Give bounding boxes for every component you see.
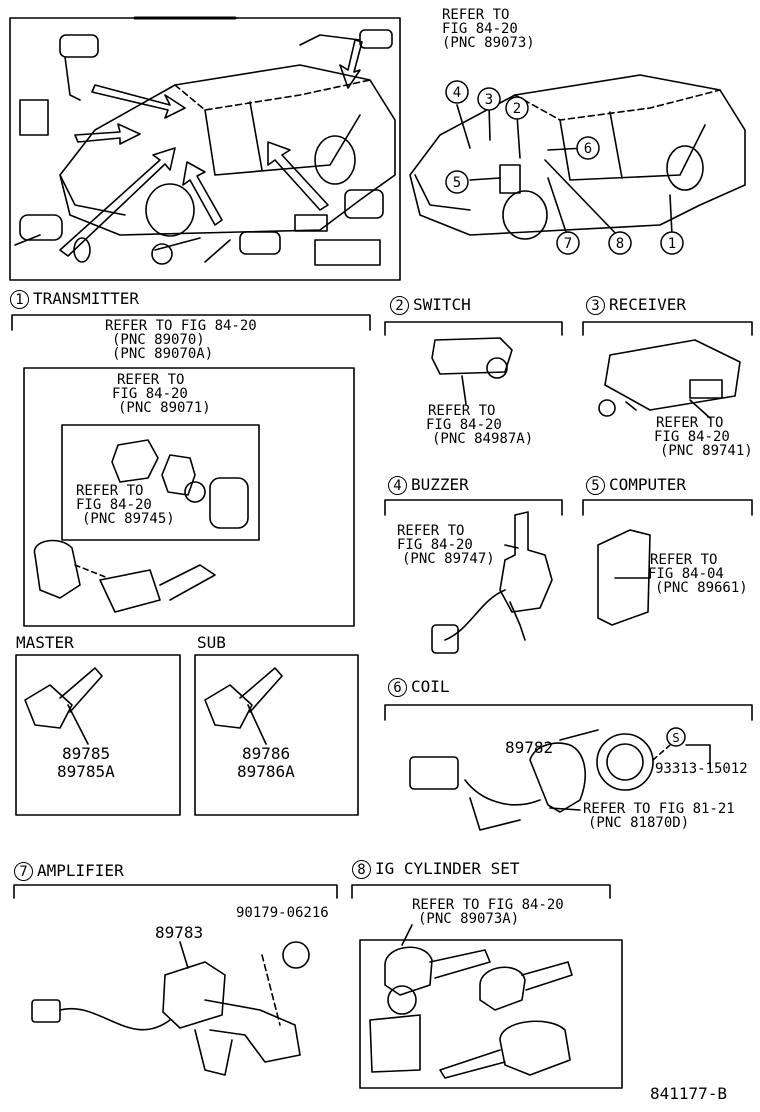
figure-code: 841177-B: [650, 1084, 728, 1103]
coil-bolt: 93313-15012: [655, 761, 748, 777]
master-part-1: 89785: [62, 744, 111, 763]
coil-s-mark: S: [672, 731, 679, 745]
master-heading: MASTER: [16, 633, 74, 652]
sub-part-2: 89786A: [237, 762, 295, 781]
transmitter-ref-c3: (PNC 89745): [82, 511, 175, 527]
callout-7: 7: [564, 236, 572, 252]
sub-heading: SUB: [197, 633, 226, 652]
coil-part: 89782: [505, 738, 554, 757]
master-part-2: 89785A: [57, 762, 115, 781]
computer-ref2: FIG 84-04: [648, 566, 724, 582]
top-ref-line1: REFER TO: [442, 7, 510, 23]
section-number: 5: [586, 476, 605, 495]
receiver-ref2: FIG 84-20: [654, 429, 730, 445]
callout-8: 8: [616, 236, 624, 252]
receiver-ref1: REFER TO: [656, 415, 724, 431]
transmitter-ref-c1: REFER TO: [76, 483, 144, 499]
section-title: TRANSMITTER: [33, 289, 139, 308]
callout-2: 2: [513, 101, 521, 117]
transmitter-ref-b3: (PNC 89071): [118, 400, 211, 416]
coil-ref2: (PNC 81870D): [588, 815, 690, 831]
ig-ref2: (PNC 89073A): [418, 911, 520, 927]
transmitter-ref-b1: REFER TO: [117, 372, 185, 388]
callout-6: 6: [584, 141, 592, 157]
sub-part-1: 89786: [242, 744, 291, 763]
receiver-ref3: (PNC 89741): [660, 443, 753, 459]
section-number: 2: [390, 296, 409, 315]
callout-4: 4: [453, 85, 461, 101]
coil-ref1: REFER TO FIG 81-21: [583, 801, 735, 817]
section-title: SWITCH: [413, 295, 471, 314]
callout-1: 1: [668, 236, 676, 252]
transmitter-ref-b2: FIG 84-20: [112, 386, 188, 402]
section-number: 6: [388, 678, 407, 697]
top-ref-line3: (PNC 89073): [442, 35, 535, 51]
computer-ref3: (PNC 89661): [655, 580, 748, 596]
transmitter-ref-a1: REFER TO FIG 84-20: [105, 318, 257, 334]
section-title: COIL: [411, 677, 450, 696]
section-number: 8: [352, 860, 371, 879]
section-title: RECEIVER: [609, 295, 687, 314]
transmitter-ref-c2: FIG 84-20: [76, 497, 152, 513]
section-number: 3: [586, 296, 605, 315]
section-title: COMPUTER: [609, 475, 687, 494]
section-title: AMPLIFIER: [37, 861, 124, 880]
transmitter-ref-a2: (PNC 89070): [112, 332, 205, 348]
car-right: [409, 74, 746, 236]
callout-3: 3: [485, 92, 493, 108]
switch-ref1: REFER TO: [428, 403, 496, 419]
section-number: 4: [388, 476, 407, 495]
section-number: 1: [10, 290, 29, 309]
amplifier-part: 89783: [155, 923, 204, 942]
car-left: [59, 64, 396, 236]
section-number: 7: [14, 862, 33, 881]
transmitter-ref-a3: (PNC 89070A): [112, 346, 214, 362]
ig-ref1: REFER TO FIG 84-20: [412, 897, 564, 913]
buzzer-ref1: REFER TO: [397, 523, 465, 539]
buzzer-ref2: FIG 84-20: [397, 537, 473, 553]
section-title: IG CYLINDER SET: [375, 859, 520, 878]
switch-ref2: FIG 84-20: [426, 417, 502, 433]
switch-ref3: (PNC 84987A): [432, 431, 534, 447]
top-ref-line2: FIG 84-20: [442, 21, 518, 37]
section-title: BUZZER: [411, 475, 469, 494]
buzzer-ref3: (PNC 89747): [402, 551, 495, 567]
callout-5: 5: [453, 175, 461, 191]
amplifier-clip: 90179-06216: [236, 905, 329, 921]
computer-ref1: REFER TO: [650, 552, 718, 568]
